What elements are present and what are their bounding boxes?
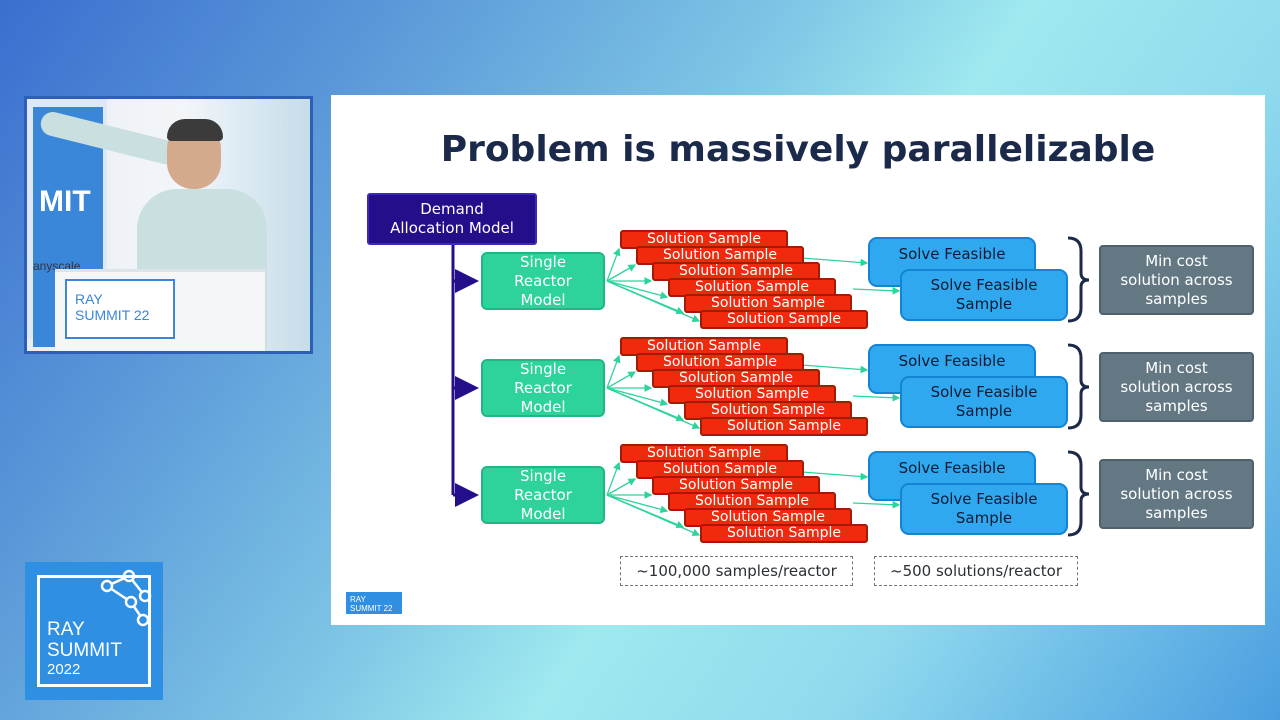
corner-logo-line1: RAY: [350, 595, 366, 604]
slide-title: Problem is massively parallelizable: [440, 129, 1156, 170]
logo-line3: 2022: [47, 661, 81, 678]
solution-sample-box: Solution Sample: [652, 476, 820, 495]
single-reactor-model-box: Single Reactor Model: [481, 466, 605, 524]
reactor-line1: Single: [519, 252, 567, 271]
podium-sign-line2: SUMMIT 22: [75, 307, 150, 323]
solve-line1: Solve Feasible: [930, 383, 1038, 401]
result-line2: solution across: [1120, 270, 1233, 289]
presentation-slide: Problem is massively parallelizable: [331, 95, 1265, 625]
reactor-line3: Model: [520, 290, 566, 309]
speaker-hair: [167, 119, 223, 141]
solutions-per-reactor-note: ~500 solutions/reactor: [874, 556, 1078, 586]
solve-back-label: Solve Feasible: [898, 352, 1006, 370]
demand-line1: Demand: [420, 200, 484, 218]
backdrop-text: MIT: [39, 185, 91, 218]
result-line1: Min cost: [1145, 358, 1208, 377]
result-line2: solution across: [1120, 484, 1233, 503]
logo-line1: RAY: [47, 619, 85, 640]
solve-back-label: Solve Feasible: [898, 245, 1006, 263]
reactor-line1: Single: [519, 359, 567, 378]
solve-line2: Sample: [955, 295, 1013, 313]
solve-feasible-sample-box: Solve Feasible Sample: [900, 269, 1068, 321]
result-line3: samples: [1145, 503, 1208, 522]
logo-frame: [37, 575, 151, 687]
solution-sample-box: Solution Sample: [668, 385, 836, 404]
min-cost-solution-box: Min cost solution across samples: [1099, 352, 1254, 422]
podium-sign: RAY SUMMIT 22: [65, 279, 175, 339]
min-cost-solution-box: Min cost solution across samples: [1099, 459, 1254, 529]
reactor-line1: Single: [519, 466, 567, 485]
result-line1: Min cost: [1145, 251, 1208, 270]
diagram-connectors: [451, 236, 1090, 537]
brackets: [1067, 236, 1090, 537]
solution-sample-box: Solution Sample: [668, 278, 836, 297]
solve-back-label: Solve Feasible: [898, 459, 1006, 477]
result-line2: solution across: [1120, 377, 1233, 396]
result-line3: samples: [1145, 396, 1208, 415]
solve-feasible-sample-box: Solve Feasible Sample: [900, 376, 1068, 428]
solution-sample-box: Solution Sample: [652, 262, 820, 281]
solution-sample-box: Solution Sample: [700, 310, 868, 329]
slide-corner-logo: RAY SUMMIT 22: [345, 591, 403, 615]
solve-line1: Solve Feasible: [930, 276, 1038, 294]
result-line3: samples: [1145, 289, 1208, 308]
reactor-line2: Reactor: [514, 485, 572, 504]
reactor-line2: Reactor: [514, 271, 572, 290]
podium-sign-line1: RAY: [75, 291, 103, 307]
solution-sample-box: Solution Sample: [700, 524, 868, 543]
ray-summit-logo: RAY SUMMIT 2022: [25, 562, 163, 700]
demand-allocation-model-box: Demand Allocation Model: [367, 193, 537, 245]
single-reactor-model-box: Single Reactor Model: [481, 359, 605, 417]
solve-line2: Sample: [955, 402, 1013, 420]
speaker-video: MIT anyscale RAY SUMMIT 22: [24, 96, 313, 354]
logo-line2: SUMMIT: [47, 640, 122, 661]
single-reactor-model-box: Single Reactor Model: [481, 252, 605, 310]
reactor-line3: Model: [520, 504, 566, 523]
solution-sample-box: Solution Sample: [620, 337, 788, 356]
reactor-line2: Reactor: [514, 378, 572, 397]
result-line1: Min cost: [1145, 465, 1208, 484]
solution-sample-box: Solution Sample: [684, 294, 852, 313]
corner-logo-line2: SUMMIT 22: [350, 604, 393, 613]
solve-line2: Sample: [955, 509, 1013, 527]
reactor-line3: Model: [520, 397, 566, 416]
solution-sample-box: Solution Sample: [700, 417, 868, 436]
demand-line2: Allocation Model: [390, 219, 514, 237]
trunk-connector: [451, 245, 479, 507]
solve-line1: Solve Feasible: [930, 490, 1038, 508]
samples-per-reactor-note: ~100,000 samples/reactor: [620, 556, 853, 586]
solve-feasible-sample-box: Solve Feasible Sample: [900, 483, 1068, 535]
min-cost-solution-box: Min cost solution across samples: [1099, 245, 1254, 315]
